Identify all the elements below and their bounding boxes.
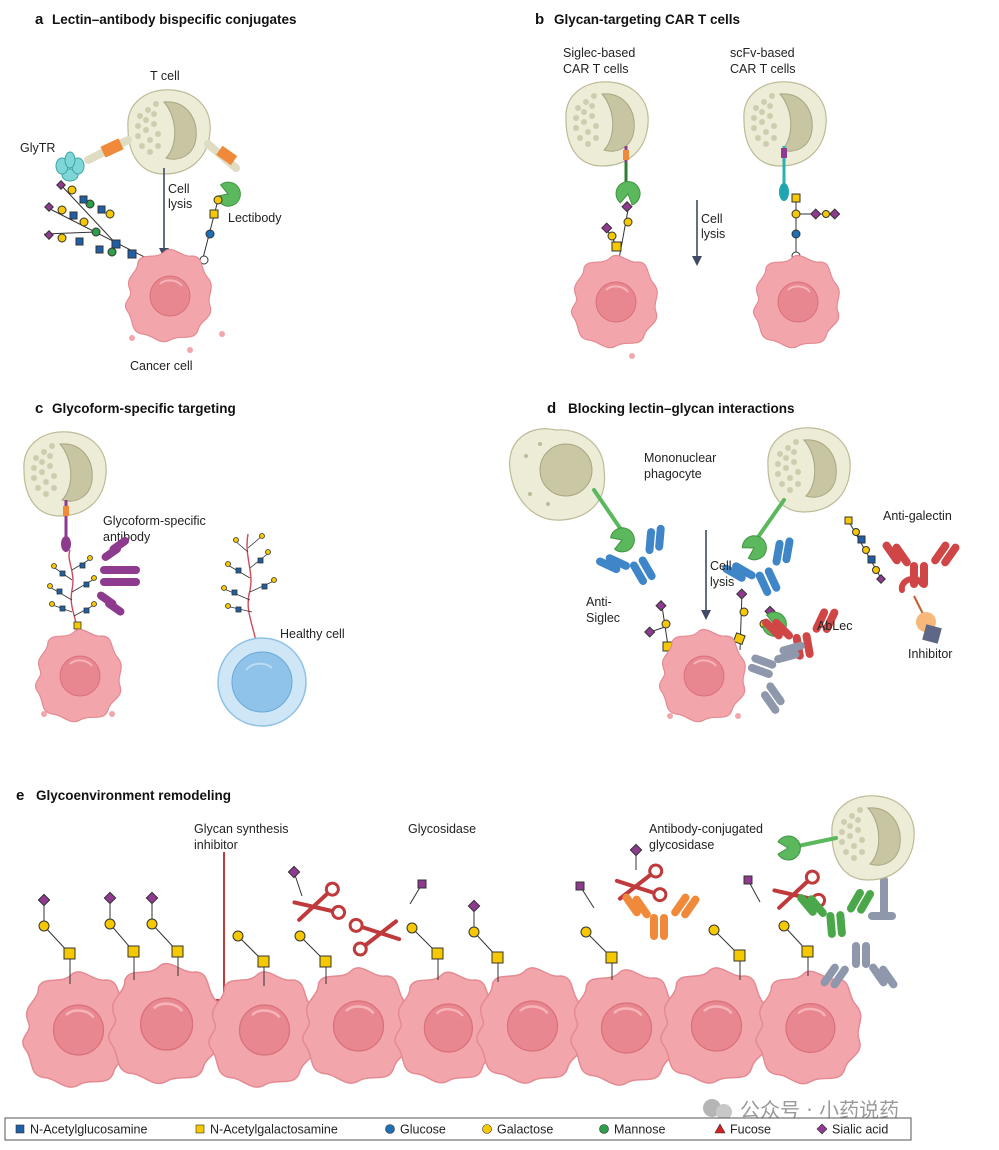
gsa-label-1: Glycoform-specific <box>103 514 206 528</box>
cancer-cell-d <box>658 628 747 723</box>
panel-b-title: Glycan-targeting CAR T cells <box>554 12 740 27</box>
mono-label-1: Mononuclear <box>644 451 716 465</box>
panel-a-title: Lectin–antibody bispecific conjugates <box>52 12 297 27</box>
t-cell-e <box>831 795 915 881</box>
cell-lysis-b-2: lysis <box>701 227 725 241</box>
t-cell-lectin-e <box>777 835 801 861</box>
legend-marker-6 <box>816 1123 828 1135</box>
cell-lysis-b-1: Cell <box>701 212 723 226</box>
lectibody-label: Lectibody <box>228 211 282 225</box>
gsa-label-2: antibody <box>103 530 151 544</box>
mono-label-2: phagocyte <box>644 467 702 481</box>
panel-a: a Lectin–antibody bispecific conjugates … <box>20 11 297 373</box>
legend-label-6: Sialic acid <box>832 1123 888 1137</box>
mononuclear-phagocyte <box>509 428 606 521</box>
panel-d-letter: d <box>547 400 556 417</box>
panel-e-title: Glycoenvironment remodeling <box>36 788 231 803</box>
inhibitor-label: Inhibitor <box>908 647 952 661</box>
galectin-glycan <box>844 516 886 584</box>
scfv-car-label-1: scFv-based <box>730 46 795 60</box>
siglec-lectin <box>613 179 643 207</box>
legend-marker-3 <box>482 1124 492 1134</box>
gsi-label-1: Glycan synthesis <box>194 822 288 836</box>
panel-d: d Blocking lectin–glycan interactions Mo… <box>509 400 962 723</box>
acg-label-1: Antibody-conjugated <box>649 822 763 836</box>
cell-lysis-d-2: lysis <box>710 575 734 589</box>
glycosidase-scissors-2 <box>347 910 403 958</box>
gsi-label-2: inhibitor <box>194 838 238 852</box>
panel-b: b Glycan-targeting CAR T cells Siglec-ba… <box>535 11 841 359</box>
legend-label-0: N-Acetylglucosamine <box>30 1123 147 1137</box>
legend-label-2: Glucose <box>400 1123 446 1137</box>
panel-c-title: Glycoform-specific targeting <box>52 401 236 416</box>
glycans-c <box>47 549 97 641</box>
glycosidase-scissors-1 <box>290 879 348 931</box>
panel-e-letter: e <box>16 787 24 804</box>
cancer-cell-c <box>34 628 123 723</box>
legend-marker-1 <box>195 1124 205 1134</box>
glytr-label: GlyTR <box>20 141 55 155</box>
t-cell-d <box>767 427 851 513</box>
grey-antibody-e <box>818 942 900 990</box>
legend-label-3: Galactose <box>497 1123 553 1137</box>
cancer-cell-a <box>124 248 213 343</box>
anti-siglec-label-2: Siglec <box>586 611 620 625</box>
cancer-cell-label: Cancer cell <box>130 359 193 373</box>
cancer-cell-row <box>21 962 862 1089</box>
cell-lysis-d-1: Cell <box>710 559 732 573</box>
panel-b-letter: b <box>535 11 544 28</box>
anti-siglec-label-1: Anti- <box>586 595 612 609</box>
panel-d-title: Blocking lectin–glycan interactions <box>568 401 795 416</box>
healthy-cell-label: Healthy cell <box>280 627 345 641</box>
scfv-car-label-2: CAR T cells <box>730 62 796 76</box>
cancer-cell-b1 <box>570 254 659 349</box>
healthy-cell <box>217 637 307 727</box>
ablec-label: AbLec <box>817 619 852 633</box>
siglec-lectin-d <box>607 523 639 556</box>
siglec-car-t-cell <box>565 81 649 167</box>
siglec-car-label-1: Siglec-based <box>563 46 635 60</box>
legend-marker-0 <box>15 1124 25 1134</box>
cell-lysis-a-1: Cell <box>168 182 190 196</box>
panel-a-letter: a <box>35 11 44 28</box>
anti-siglec-antibody <box>592 519 686 602</box>
glycan-tree-a <box>43 180 171 271</box>
acg-label-2: glycosidase <box>649 838 714 852</box>
glycans-healthy <box>221 533 277 653</box>
glytr-lectin <box>55 151 85 182</box>
lectibody-lectin <box>213 178 245 211</box>
legend: N-Acetylglucosamine N-Acetylgalactosamine… <box>4 1117 912 1141</box>
siglec-car-label-2: CAR T cells <box>563 62 629 76</box>
cell-lysis-a-2: lysis <box>168 197 192 211</box>
glycans-e <box>37 843 814 986</box>
t-cell-label: T cell <box>150 69 180 83</box>
glycosidase-label: Glycosidase <box>408 822 476 836</box>
t-cell-lectin-d <box>738 530 772 564</box>
panel-e: e Glycoenvironment remodeling Glycan syn… <box>16 787 915 1089</box>
legend-marker-2 <box>385 1124 395 1134</box>
legend-label-4: Mannose <box>614 1123 665 1137</box>
panel-c-letter: c <box>35 400 43 417</box>
inhibitor-block <box>922 624 942 644</box>
anti-galectin-label: Anti-galectin <box>883 509 952 523</box>
legend-label-1: N-Acetylgalactosamine <box>210 1123 338 1137</box>
legend-label-5: Fucose <box>730 1123 771 1137</box>
legend-marker-4 <box>599 1124 609 1134</box>
conjugated-antibody-green <box>795 886 880 941</box>
cancer-cell-b2 <box>752 254 841 349</box>
glycoform-antibody <box>96 536 140 616</box>
legend-marker-5 <box>714 1123 726 1134</box>
panel-c: c Glycoform-specific targeting Glycoform… <box>23 400 345 727</box>
t-cell <box>127 89 211 175</box>
